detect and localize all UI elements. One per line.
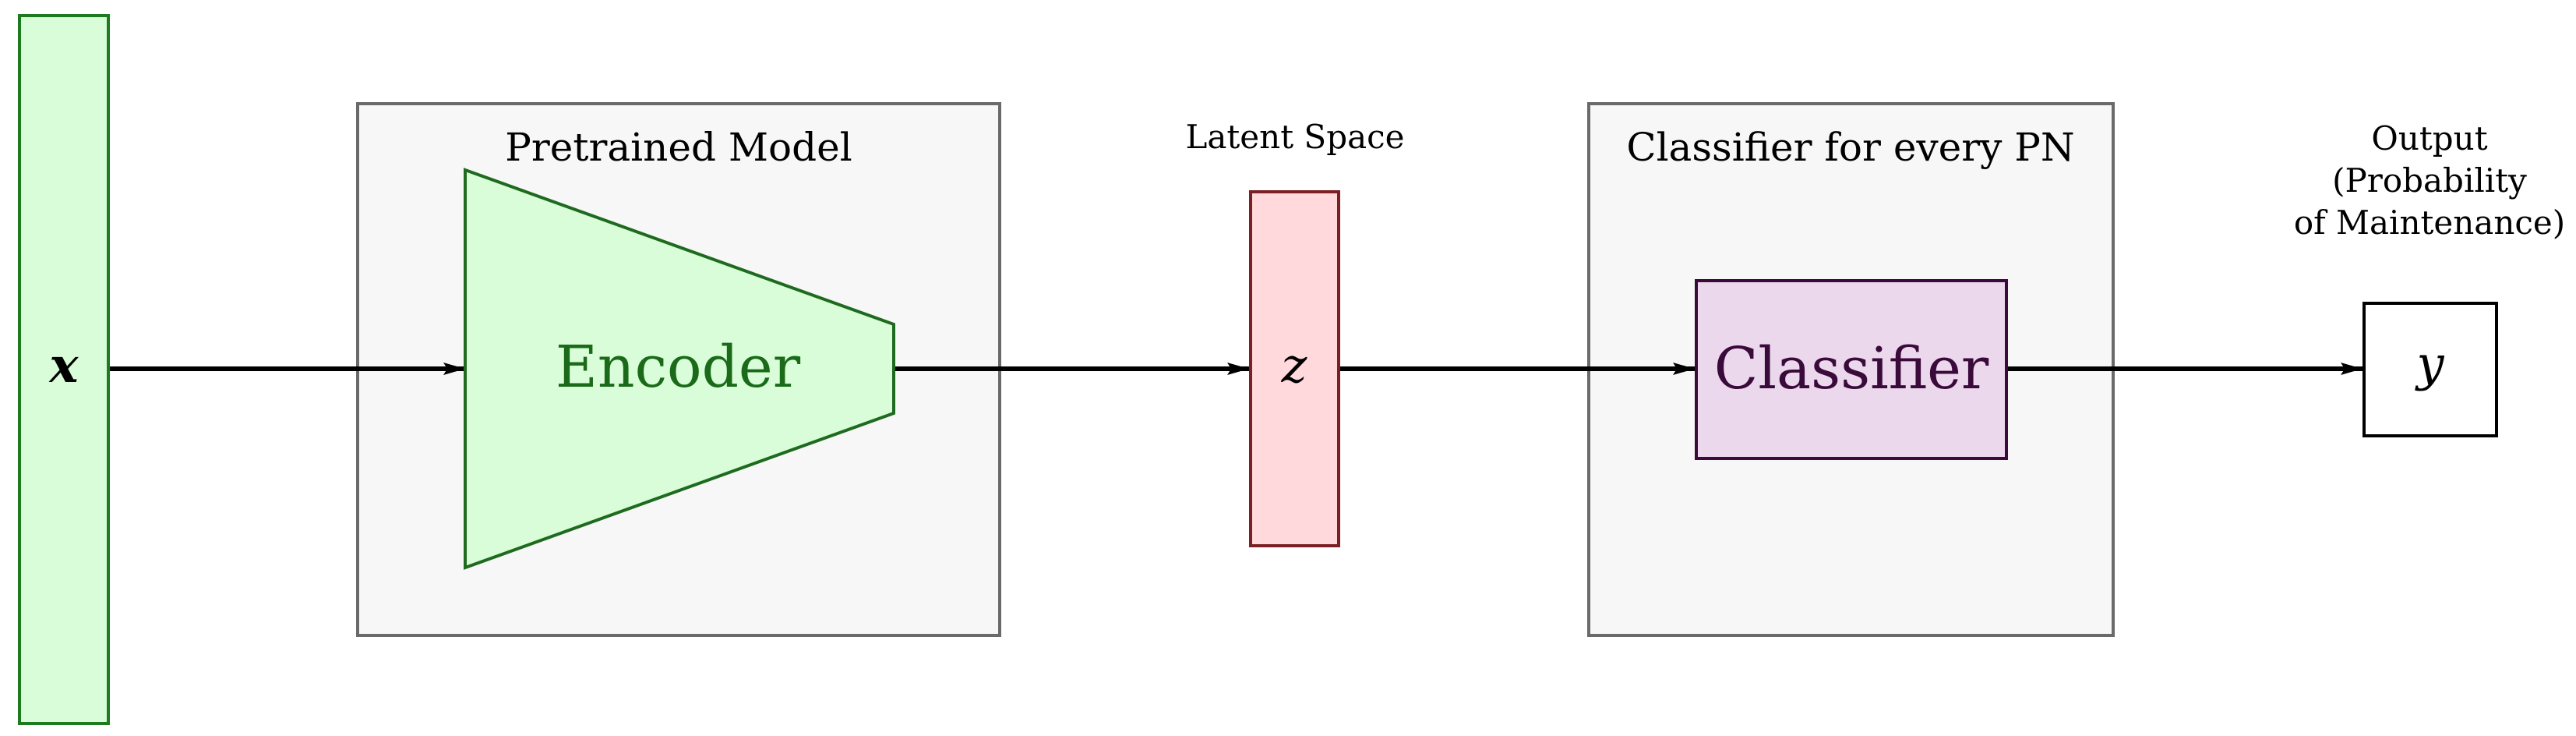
classifier-box	[1695, 279, 2008, 460]
input-label: x	[48, 337, 79, 394]
output-box	[2363, 302, 2498, 437]
output-title-line-1: Output	[2371, 119, 2487, 157]
classifier-group-title: Classifier for every PN	[1626, 125, 2074, 170]
pretrained-model-title: Pretrained Model	[505, 125, 852, 170]
latent-space-title: Latent Space	[1185, 118, 1404, 156]
input-column	[18, 14, 110, 725]
encoder-trapezoid	[464, 168, 895, 570]
latent-label: z	[1281, 337, 1307, 394]
output-title-line-3: of Maintenance)	[2294, 203, 2565, 242]
output-label: y	[2414, 335, 2444, 392]
output-title-line-2: (Probability	[2332, 161, 2527, 200]
encoder-label: Encoder	[556, 334, 801, 401]
classifier-label: Classifier	[1714, 335, 1989, 402]
latent-vector-box	[1249, 190, 1340, 547]
